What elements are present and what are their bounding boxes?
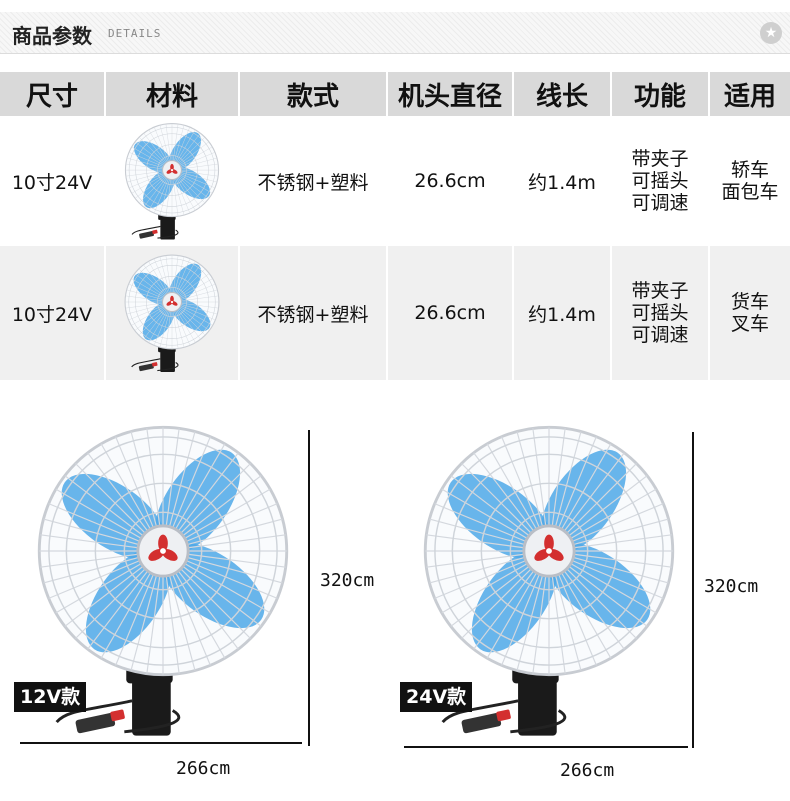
- function-item: 可摇头: [631, 170, 689, 192]
- height-dimension-line: [308, 430, 310, 746]
- row2-style: 不锈钢+塑料: [240, 246, 386, 380]
- row1-functions: 带夹子 可摇头 可调速: [612, 118, 708, 244]
- height-label: 320cm: [320, 570, 375, 591]
- function-item: 带夹子: [631, 280, 689, 302]
- row2-usage: 货车 叉车: [710, 246, 790, 380]
- row2-product-image: [106, 246, 238, 380]
- fan-thumbnail: [124, 254, 220, 373]
- row1-size: 10寸24V: [0, 118, 104, 244]
- col-header-diameter: 机头直径: [388, 72, 512, 116]
- row1-length: 约1.4m: [514, 118, 610, 244]
- row2-length: 约1.4m: [514, 246, 610, 380]
- width-label: 266cm: [560, 760, 615, 781]
- row1-usage: 轿车 面包车: [710, 118, 790, 244]
- width-dimension-line: [20, 742, 302, 744]
- fan-thumbnail: [124, 123, 220, 240]
- height-dimension-line: [692, 432, 694, 748]
- width-label: 266cm: [176, 758, 231, 779]
- height-label: 320cm: [704, 576, 759, 597]
- col-header-length: 线长: [514, 72, 610, 116]
- col-header-material: 材料: [106, 72, 238, 116]
- fan-image: [423, 425, 675, 736]
- col-header-style: 款式: [240, 72, 386, 116]
- width-dimension-line: [404, 746, 688, 748]
- function-item: 带夹子: [631, 148, 689, 170]
- product-24v: [404, 415, 694, 749]
- usage-item: 货车: [730, 291, 769, 313]
- voltage-badge: 12V款: [14, 682, 87, 712]
- usage-item: 叉车: [730, 313, 769, 335]
- voltage-badge: 24V款: [400, 682, 473, 712]
- row1-style: 不锈钢+塑料: [240, 118, 386, 244]
- section-title: 商品参数: [12, 24, 92, 48]
- row1-product-image: [106, 118, 238, 244]
- row2-size: 10寸24V: [0, 246, 104, 380]
- row2-diameter: 26.6cm: [388, 246, 512, 380]
- row2-functions: 带夹子 可摇头 可调速: [612, 246, 708, 380]
- function-item: 可调速: [631, 324, 689, 346]
- function-item: 可调速: [631, 192, 689, 214]
- details-header: 商品参数 DETAILS ★: [0, 12, 790, 54]
- col-header-usage: 适用: [710, 72, 790, 116]
- usage-item: 轿车: [730, 159, 769, 181]
- col-header-function: 功能: [612, 72, 708, 116]
- product-12v: [18, 415, 308, 749]
- col-header-size: 尺寸: [0, 72, 104, 116]
- usage-item: 面包车: [721, 181, 779, 203]
- row1-diameter: 26.6cm: [388, 118, 512, 244]
- section-subtitle: DETAILS: [108, 27, 162, 40]
- function-item: 可摇头: [631, 302, 689, 324]
- star-icon: ★: [760, 22, 782, 44]
- fan-image: [37, 425, 289, 736]
